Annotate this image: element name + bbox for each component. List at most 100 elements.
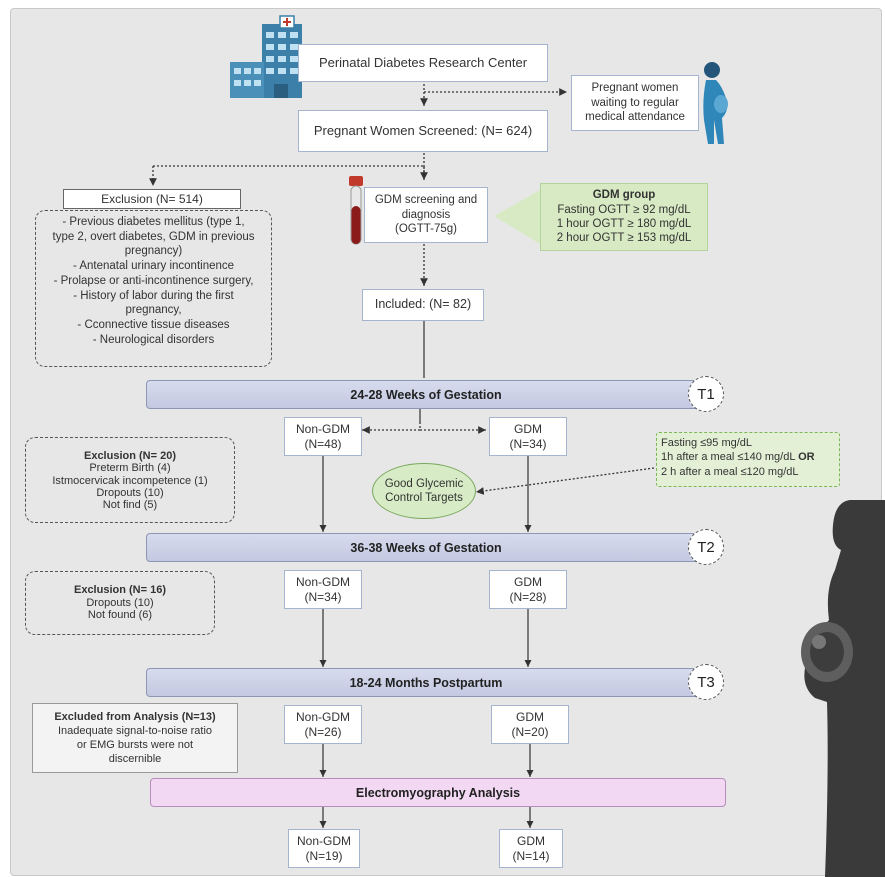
waiting-line-1: Pregnant women: [591, 82, 679, 95]
exclusion-main-title: Exclusion (N= 514): [101, 191, 203, 206]
exclusion-t2-box: Exclusion (N= 16) Dropouts (10) Not foun…: [25, 571, 215, 635]
pregnant-woman-icon: [703, 62, 728, 144]
final-gdm-box: GDM (N=14): [499, 829, 563, 868]
timepoint-label-t1: 24-28 Weeks of Gestation: [350, 387, 502, 402]
screening-line-3: (OGTT-75g): [395, 223, 457, 236]
exclusion-item-5: - Prolapse or anti-incontinence surgery,: [53, 274, 254, 287]
final-gdm-label: GDM: [517, 833, 545, 848]
excluded-analysis-box: Excluded from Analysis (N=13) Inadequate…: [32, 703, 238, 773]
timepoint-label-t2: 36-38 Weeks of Gestation: [350, 540, 502, 555]
target-line-2-text: 1h after a meal ≤140 mg/dL: [661, 451, 796, 464]
glycemic-line-2: Control Targets: [385, 492, 463, 504]
exclusion-item-3: pregnancy): [124, 245, 183, 258]
research-center-title: Perinatal Diabetes Research Center: [318, 54, 528, 70]
tag-text-t1: T1: [697, 385, 715, 403]
arrow-targets-to-glycemic: [475, 467, 655, 495]
timepoint-label-t3: 18-24 Months Postpartum: [349, 675, 503, 690]
target-line-3: 2 h after a meal ≤120 mg/dL: [661, 465, 799, 478]
exclusion-item-2: type 2, overt diabetes, GDM in previous: [52, 230, 255, 243]
t2-gdm-box: GDM (N=28): [489, 570, 567, 609]
t1-gdm-box: GDM (N=34): [489, 417, 567, 456]
t1-nongdm-box: Non-GDM (N=48): [284, 417, 362, 456]
tag-text-t2: T2: [697, 538, 715, 556]
screening-line-2: diagnosis: [401, 208, 451, 221]
exclusion-t1-item-3: Dropouts (10): [96, 486, 164, 499]
exclusion-t1-item-2: Istmocervicak incompetence (1): [52, 474, 208, 487]
exclusion-t2-title: Exclusion (N= 16): [73, 584, 166, 596]
timepoint-tag-t1: T1: [688, 376, 724, 412]
t1-gdm-label: GDM: [514, 421, 542, 436]
t2-gdm-n: (N=28): [509, 589, 547, 604]
gdm-group-title: GDM group: [592, 189, 656, 202]
gdm-criterion-1: Fasting OGTT ≥ 92 mg/dL: [557, 203, 691, 216]
gdm-group-box: GDM group Fasting OGTT ≥ 92 mg/dL 1 hour…: [540, 183, 708, 251]
waiting-line-3: medical attendance: [585, 111, 685, 124]
t1-gdm-n: (N=34): [509, 436, 547, 451]
final-gdm-n: (N=14): [512, 848, 550, 863]
gdm-criterion-3: 2 hour OGTT ≥ 153 mg/dL: [556, 232, 692, 245]
final-nongdm-n: (N=19): [305, 848, 343, 863]
exclusion-item-9: - Neurological disorders: [92, 333, 215, 346]
t3-gdm-label: GDM: [516, 709, 544, 724]
included-box: Included: (N= 82): [362, 289, 484, 321]
t2-gdm-label: GDM: [514, 574, 542, 589]
glycemic-targets-box: Fasting ≤95 mg/dL 1h after a meal ≤140 m…: [656, 432, 840, 487]
t3-nongdm-box: Non-GDM (N=26): [284, 705, 362, 744]
t3-nongdm-label: Non-GDM: [295, 709, 350, 724]
timepoint-bar-t1: 24-28 Weeks of Gestation: [146, 380, 706, 409]
gdm-screening-box: GDM screening and diagnosis (OGTT-75g): [364, 187, 488, 243]
exclusion-t1-box: Exclusion (N= 20) Preterm Birth (4) Istm…: [25, 437, 235, 523]
emg-analysis-label: Electromyography Analysis: [355, 785, 521, 800]
arrow-t1-nongdm: [362, 422, 421, 434]
glycemic-control-ellipse: Good Glycemic Control Targets: [372, 463, 476, 519]
t3-gdm-box: GDM (N=20): [491, 705, 569, 744]
t2-nongdm-n: (N=34): [304, 589, 342, 604]
exclusion-item-4: - Antenatal urinary incontinence: [72, 260, 235, 273]
timepoint-bar-t3: 18-24 Months Postpartum: [146, 668, 706, 697]
t1-nongdm-n: (N=48): [304, 436, 342, 451]
hospital-icon: [230, 15, 302, 98]
final-nongdm-label: Non-GDM: [296, 833, 351, 848]
gdm-group-pointer: [494, 190, 540, 244]
arrow-screened-split: [153, 153, 425, 178]
exclusion-main-title-box: Exclusion (N= 514): [63, 189, 241, 209]
exclusion-item-7: pregnancy,: [125, 304, 182, 317]
included-label: Included: (N= 82): [374, 297, 472, 312]
final-nongdm-box: Non-GDM (N=19): [288, 829, 360, 868]
excluded-analysis-item-1: Inadequate signal-to-noise ratio: [57, 724, 213, 737]
gdm-criterion-2: 1 hour OGTT ≥ 180 mg/dL: [556, 218, 692, 230]
blood-tube-icon: [349, 176, 363, 245]
t3-nongdm-n: (N=26): [304, 724, 342, 739]
target-line-2: 1h after a meal ≤140 mg/dL OR: [661, 450, 835, 464]
target-line-1: Fasting ≤95 mg/dL: [661, 437, 753, 449]
exclusion-t1-item-4: Not find (5): [102, 499, 158, 512]
timepoint-bar-t2: 36-38 Weeks of Gestation: [146, 533, 706, 562]
waiting-women-box: Pregnant women waiting to regular medica…: [571, 75, 699, 131]
exclusion-item-6: - History of labor during the first: [73, 289, 234, 302]
excluded-analysis-item-3: discernible: [108, 753, 162, 766]
pregnant-silhouette-icon: [801, 500, 885, 877]
glycemic-line-1: Good Glycemic: [384, 477, 464, 490]
target-or-word: OR: [798, 451, 815, 464]
screened-label: Pregnant Women Screened: (N= 624): [313, 122, 533, 138]
exclusion-t1-item-1: Preterm Birth (4): [89, 462, 171, 475]
exclusion-item-8: - Cconnective tissue diseases: [77, 319, 230, 332]
excluded-analysis-title: Excluded from Analysis (N=13): [54, 710, 216, 723]
exclusion-item-1: - Previous diabetes mellitus (type 1,: [62, 216, 245, 228]
t2-nongdm-label: Non-GDM: [295, 574, 350, 589]
screened-box: Pregnant Women Screened: (N= 624): [298, 110, 548, 152]
emg-analysis-bar: Electromyography Analysis: [150, 778, 726, 807]
research-center-box: Perinatal Diabetes Research Center: [298, 44, 548, 82]
waiting-line-2: waiting to regular: [591, 96, 679, 109]
excluded-analysis-item-2: or EMG bursts were not: [76, 739, 194, 751]
t3-gdm-n: (N=20): [511, 724, 549, 739]
exclusion-t2-item-2: Not found (6): [87, 609, 153, 622]
t1-nongdm-label: Non-GDM: [295, 421, 350, 436]
t2-nongdm-box: Non-GDM (N=34): [284, 570, 362, 609]
screening-line-1: GDM screening and: [374, 194, 478, 207]
timepoint-tag-t2: T2: [688, 529, 724, 565]
exclusion-t1-title: Exclusion (N= 20): [83, 450, 176, 462]
exclusion-main-criteria: - Previous diabetes mellitus (type 1, ty…: [35, 210, 272, 367]
